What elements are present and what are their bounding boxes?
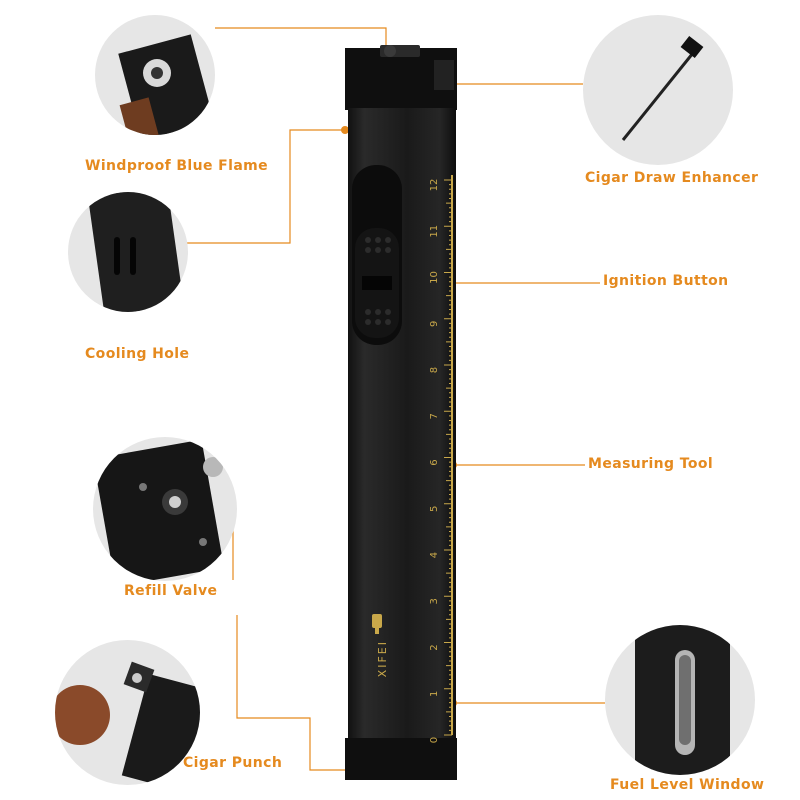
- ruler-number: 9: [429, 321, 440, 327]
- ruler-number: 2: [429, 644, 440, 650]
- brand-text: XIFEI: [376, 640, 389, 678]
- brand-logo: [372, 614, 382, 634]
- line-cooling: [168, 129, 345, 244]
- label-ignition: Ignition Button: [603, 273, 729, 289]
- ruler-number: 12: [429, 179, 440, 192]
- label-refill: Refill Valve: [124, 583, 218, 599]
- ruler-number: 0: [429, 737, 440, 743]
- ruler-number: 1: [429, 691, 440, 697]
- bubble-draw-enhancer: [583, 15, 733, 165]
- bubble-punch: [55, 640, 200, 785]
- bubble-refill: [93, 437, 237, 581]
- ruler-number: 6: [429, 459, 440, 465]
- label-measuring: Measuring Tool: [588, 456, 714, 472]
- bubble-cooling: [68, 192, 188, 312]
- bubble-windproof: [95, 15, 215, 135]
- ruler-number: 5: [429, 506, 440, 512]
- ruler-number: 7: [429, 413, 440, 419]
- label-windproof: Windproof Blue Flame: [85, 158, 269, 174]
- ruler-number: 3: [429, 598, 440, 604]
- label-draw-enhancer: Cigar Draw Enhancer: [585, 170, 759, 186]
- ruler-number: 4: [429, 552, 440, 558]
- label-punch: Cigar Punch: [183, 755, 283, 771]
- label-fuel-window: Fuel Level Window: [610, 777, 765, 793]
- dot-windproof: [341, 126, 349, 134]
- line-windproof: [215, 27, 387, 48]
- ruler-number: 8: [429, 367, 440, 373]
- line-punch: [236, 615, 373, 771]
- bottom-cap: [345, 738, 457, 780]
- ruler-number: 11: [429, 225, 440, 238]
- bubble-fuel-window: [605, 625, 755, 775]
- label-cooling: Cooling Hole: [85, 346, 190, 362]
- draw-enhancer-slot: [434, 60, 454, 90]
- ruler-number: 10: [429, 271, 440, 284]
